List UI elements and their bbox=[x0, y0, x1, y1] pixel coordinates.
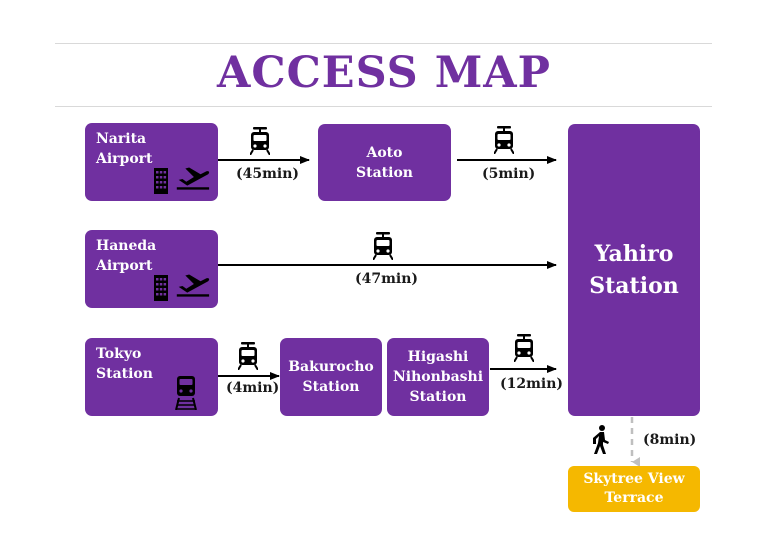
train-icon bbox=[373, 232, 393, 260]
time-narita-aoto: (45min) bbox=[236, 166, 300, 182]
tokyo-station-label: Tokyo Station bbox=[96, 346, 153, 382]
top-rule bbox=[55, 43, 712, 44]
time-aoto-yahiro: (5min) bbox=[482, 166, 536, 182]
haneda-airport-label: Haneda Airport bbox=[96, 238, 157, 274]
building-icon bbox=[154, 275, 168, 301]
building-icon bbox=[154, 168, 168, 194]
bottom-rule bbox=[55, 106, 712, 107]
node-yahiro-station: Yahiro Station bbox=[568, 124, 700, 416]
airplane-icon bbox=[173, 163, 211, 193]
narita-airport-label: Narita Airport bbox=[96, 131, 153, 167]
node-skytree-view-terrace: Skytree View Terrace bbox=[568, 466, 700, 512]
node-narita-airport: Narita Airport bbox=[85, 123, 218, 201]
airplane-icon bbox=[173, 270, 211, 300]
train-icon bbox=[250, 127, 270, 155]
time-tokyo-bakurocho: (4min) bbox=[226, 380, 280, 396]
node-aoto-station: Aoto Station bbox=[318, 124, 451, 201]
train-icon bbox=[494, 126, 514, 154]
node-haneda-airport: Haneda Airport bbox=[85, 230, 218, 308]
time-higashi-yahiro: (12min) bbox=[500, 376, 564, 392]
walking-person-icon bbox=[593, 425, 609, 454]
node-tokyo-station: Tokyo Station bbox=[85, 338, 218, 416]
train-icon bbox=[175, 376, 197, 410]
node-bakurocho-station: Bakurocho Station bbox=[280, 338, 382, 416]
time-walk-skytree: (8min) bbox=[643, 432, 697, 448]
train-icon bbox=[238, 342, 258, 370]
page-title: ACCESS MAP bbox=[216, 48, 551, 98]
time-haneda-yahiro: (47min) bbox=[355, 271, 419, 287]
node-higashi-nihonbashi-station: Higashi Nihonbashi Station bbox=[387, 338, 489, 416]
train-icon bbox=[514, 334, 534, 362]
